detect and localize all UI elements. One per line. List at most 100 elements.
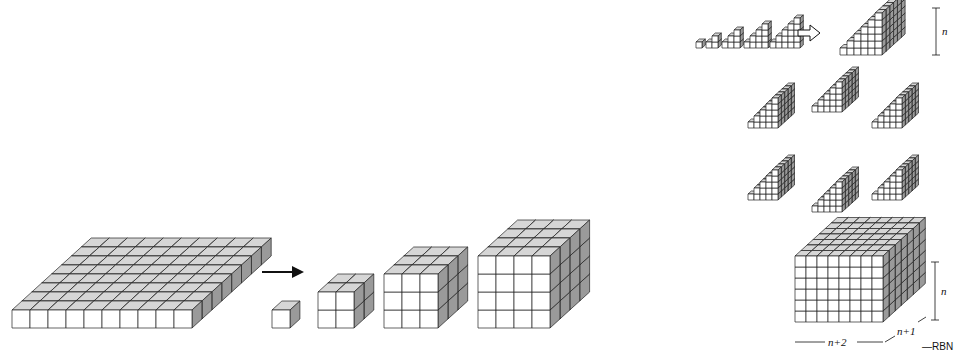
cube-face [909, 161, 912, 170]
cube-face [878, 116, 884, 122]
cube-face [785, 89, 788, 98]
cube-face [836, 82, 842, 88]
cube-face [102, 310, 120, 328]
cube-face [788, 158, 791, 167]
cube-face [496, 310, 514, 328]
cube-face [840, 48, 847, 55]
cube-face [897, 116, 903, 122]
cube-face [896, 176, 902, 182]
cube-face [478, 310, 496, 328]
cube-face [836, 100, 842, 106]
cube-face [830, 194, 836, 200]
cube-face [706, 42, 712, 48]
cube-face [794, 42, 800, 48]
cube-face [420, 310, 438, 328]
cube-face [836, 106, 842, 112]
cube-face [836, 206, 842, 212]
cube-face [770, 42, 776, 48]
cube-face [744, 42, 750, 48]
cube-face [830, 188, 836, 194]
cube-face [138, 310, 156, 328]
cube-face [836, 188, 842, 194]
cube-face [861, 27, 868, 34]
cube-face [782, 36, 788, 42]
cube-face [762, 36, 768, 42]
cube-face [878, 194, 884, 200]
cube-face [847, 48, 854, 55]
cube-face [861, 41, 868, 48]
cube-face [836, 94, 842, 100]
cube-face [861, 48, 868, 55]
cube-face [66, 310, 84, 328]
cube-face [890, 182, 896, 188]
cube-face [734, 30, 740, 36]
cube-face [890, 188, 896, 194]
cube-face [896, 122, 902, 128]
cube-face [896, 104, 902, 110]
cube-face [336, 310, 354, 328]
cube-face [788, 24, 794, 30]
cube-drawing [12, 0, 925, 328]
cube-face [750, 36, 756, 42]
cube-face [778, 95, 781, 104]
cube-face [845, 176, 848, 185]
cube-face [712, 36, 718, 42]
cube-face [872, 122, 878, 128]
cube-face [772, 188, 778, 194]
cube-face [496, 274, 514, 292]
cube-face [794, 36, 800, 42]
cube-face [890, 116, 896, 122]
cube-face [884, 116, 890, 122]
cube-face [478, 256, 496, 274]
cube-face [890, 104, 896, 110]
cube-face [772, 182, 778, 188]
cube-face [782, 30, 788, 36]
cube-face [754, 188, 760, 194]
cube-face [773, 110, 779, 116]
cube-face [852, 170, 855, 179]
cube-face [824, 206, 830, 212]
cube-face [876, 41, 883, 48]
cube-face [514, 310, 532, 328]
cube-face [876, 27, 883, 34]
cube-face [837, 188, 843, 194]
cube-face [760, 110, 766, 116]
cube-face [875, 20, 882, 27]
cube-face [890, 3, 894, 14]
cube-face [902, 167, 905, 176]
cube-face [734, 42, 740, 48]
cube-face [756, 30, 762, 36]
cube-face [354, 283, 364, 310]
cube-face [762, 42, 768, 48]
cube-face [496, 292, 514, 310]
cube-face [884, 194, 890, 200]
cube-face [785, 161, 788, 170]
cube-face [766, 188, 772, 194]
cube-face [772, 176, 778, 182]
cube-face [854, 34, 861, 41]
cube-face [897, 104, 903, 110]
cube-face [560, 238, 570, 265]
cube-face [884, 188, 890, 194]
cube-face [748, 194, 754, 200]
cube-face [776, 42, 782, 48]
cube-face [532, 274, 550, 292]
cube-face [773, 98, 779, 104]
cube-face [242, 256, 252, 283]
cube-face [760, 188, 766, 194]
cube-face [766, 104, 772, 110]
cube-face [402, 310, 420, 328]
cube-face [868, 48, 875, 55]
cube-face [818, 206, 824, 212]
cube-face [318, 292, 336, 310]
cube-face [868, 27, 875, 34]
cube-face [791, 155, 794, 164]
cube-face [836, 182, 842, 188]
cube-face [728, 36, 734, 42]
cube-face [756, 36, 762, 42]
cube-face [384, 310, 402, 328]
cube-face [876, 20, 883, 27]
cube-face [836, 194, 842, 200]
cube-face [174, 310, 192, 328]
